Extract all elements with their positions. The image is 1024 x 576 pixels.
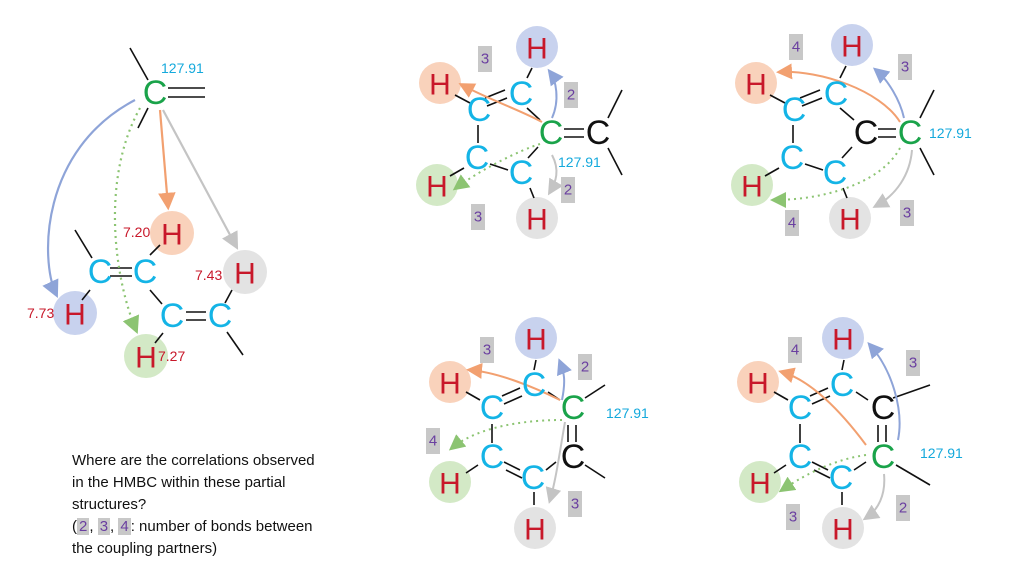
carbon-atom: C [521,459,546,497]
bond-count-label: 4 [791,342,799,359]
carbon-atom: C [823,154,848,192]
h-green-highlight [124,334,168,378]
hydrogen-atom: H [832,514,854,547]
bond-count-label: 3 [481,51,489,68]
hydrogen-atom: H [749,468,771,501]
bond-count-3: 3 [97,518,111,535]
carbon-atom: C [208,297,233,335]
h-orange-shift-label: 7.20 [123,224,150,240]
bond-count-label: 3 [483,342,491,359]
hydrogen-atom: H [747,368,769,401]
bond-count-2: 2 [77,518,90,535]
carbon-hmbc-atom: C [898,114,923,152]
bond-count-label: 3 [571,496,579,513]
h-grey-highlight [223,250,267,294]
carbon-atom: C [465,139,490,177]
bond-count-label: 4 [788,215,796,232]
carbon-hmbc-atom: C [871,438,896,476]
carbon-atom: C [467,91,492,129]
bond-count-label: 3 [474,209,482,226]
carbon-atom: C [133,253,158,291]
carbon-shift-label: 127.91 [161,60,204,76]
hydrogen-atom: H [439,368,461,401]
carbon-shift-label: 127.91 [558,154,601,170]
hydrogen-atom: H [64,299,86,332]
carbon-atom: C [830,366,855,404]
caption-line: in the HMBC within these partial [72,474,286,491]
question-caption: Where are the correlations observed in t… [72,450,372,560]
hydrogen-atom: H [429,69,451,102]
structure-top-middle: C C C C C C H H H H 127.91 3 2 2 3 [416,26,623,239]
hydrogen-atom: H [741,171,763,204]
hydrogen-atom: H [135,342,157,375]
hydrogen-atom: H [525,324,547,357]
hydrogen-atom: H [832,324,854,357]
carbon-atom: C [829,459,854,497]
carbon-atom: C [782,91,807,129]
caption-line: (2, 3, 4: number of bonds between [72,518,313,535]
hydrogen-atom: H [426,171,448,204]
carbon-atom: C [480,438,505,476]
bond-count-label: 3 [789,509,797,526]
carbon-atom: C [480,389,505,427]
bond-count-label: 2 [567,87,575,104]
bond-count-label: 4 [429,433,437,450]
carbon-atom: C [561,438,586,476]
caption-line: the coupling partners) [72,540,218,557]
carbon-atom: C [509,154,534,192]
carbon-atom: C [160,297,185,335]
hydrogen-atom: H [745,69,767,102]
hydrogen-atom: H [524,514,546,547]
carbon-atom: C [854,114,879,152]
hydrogen-atom: H [161,219,183,252]
carbon-hmbc-atom: C [561,389,586,427]
structure-top-right: C C C C C C H H H H 127.91 4 3 3 4 [731,24,972,239]
carbon-atom: C [788,438,813,476]
caption-line: Where are the correlations observed [72,452,315,469]
bond-count-label: 3 [909,355,917,372]
carbon-atom: C [522,366,547,404]
carbon-atom: C [88,253,113,291]
carbon-atom: C [824,75,849,113]
bond-count-label: 3 [903,205,911,222]
hydrogen-atom: H [841,31,863,64]
hydrogen-atom: H [439,468,461,501]
caption-line: structures? [72,496,147,513]
carbon-atom: C [871,389,896,427]
carbon-atom: C [509,75,534,113]
hydrogen-atom: H [526,204,548,237]
bond-count-label: 2 [899,500,907,517]
h-grey-shift-label: 7.43 [195,267,222,283]
carbon-shift-label: 127.91 [606,405,649,421]
hydrogen-atom: H [839,204,861,237]
structure-bottom-right: C C C C C C H H H H 127.91 4 3 3 2 [737,317,963,549]
bond-count-label: 3 [901,59,909,76]
carbon-atom: C [586,114,611,152]
hydrogen-atom: H [234,258,256,291]
bond-count-label: 4 [792,39,800,56]
h-blue-highlight [53,291,97,335]
carbon-shift-label: 127.91 [920,445,963,461]
bond-count-label: 2 [581,359,589,376]
hydrogen-atom: H [526,33,548,66]
h-blue-shift-label: 7.73 [27,305,54,321]
bond-count-4: 4 [118,518,131,535]
bond-count-label: 2 [564,182,572,199]
carbon-atom: C [780,139,805,177]
structure-bottom-middle: C C C C C C H H H H 127.91 3 2 4 3 [426,317,649,549]
carbon-shift-label: 127.91 [929,125,972,141]
left-partial-structure: C C C C C H H H H 127.91 7.20 7.43 7.73 … [27,47,267,378]
h-green-shift-label: 7.27 [158,348,185,364]
h-orange-highlight [150,211,194,255]
carbon-hmbc-atom: C [539,114,564,152]
carbon-hmbc-atom: C [143,74,168,112]
carbon-atom: C [788,389,813,427]
